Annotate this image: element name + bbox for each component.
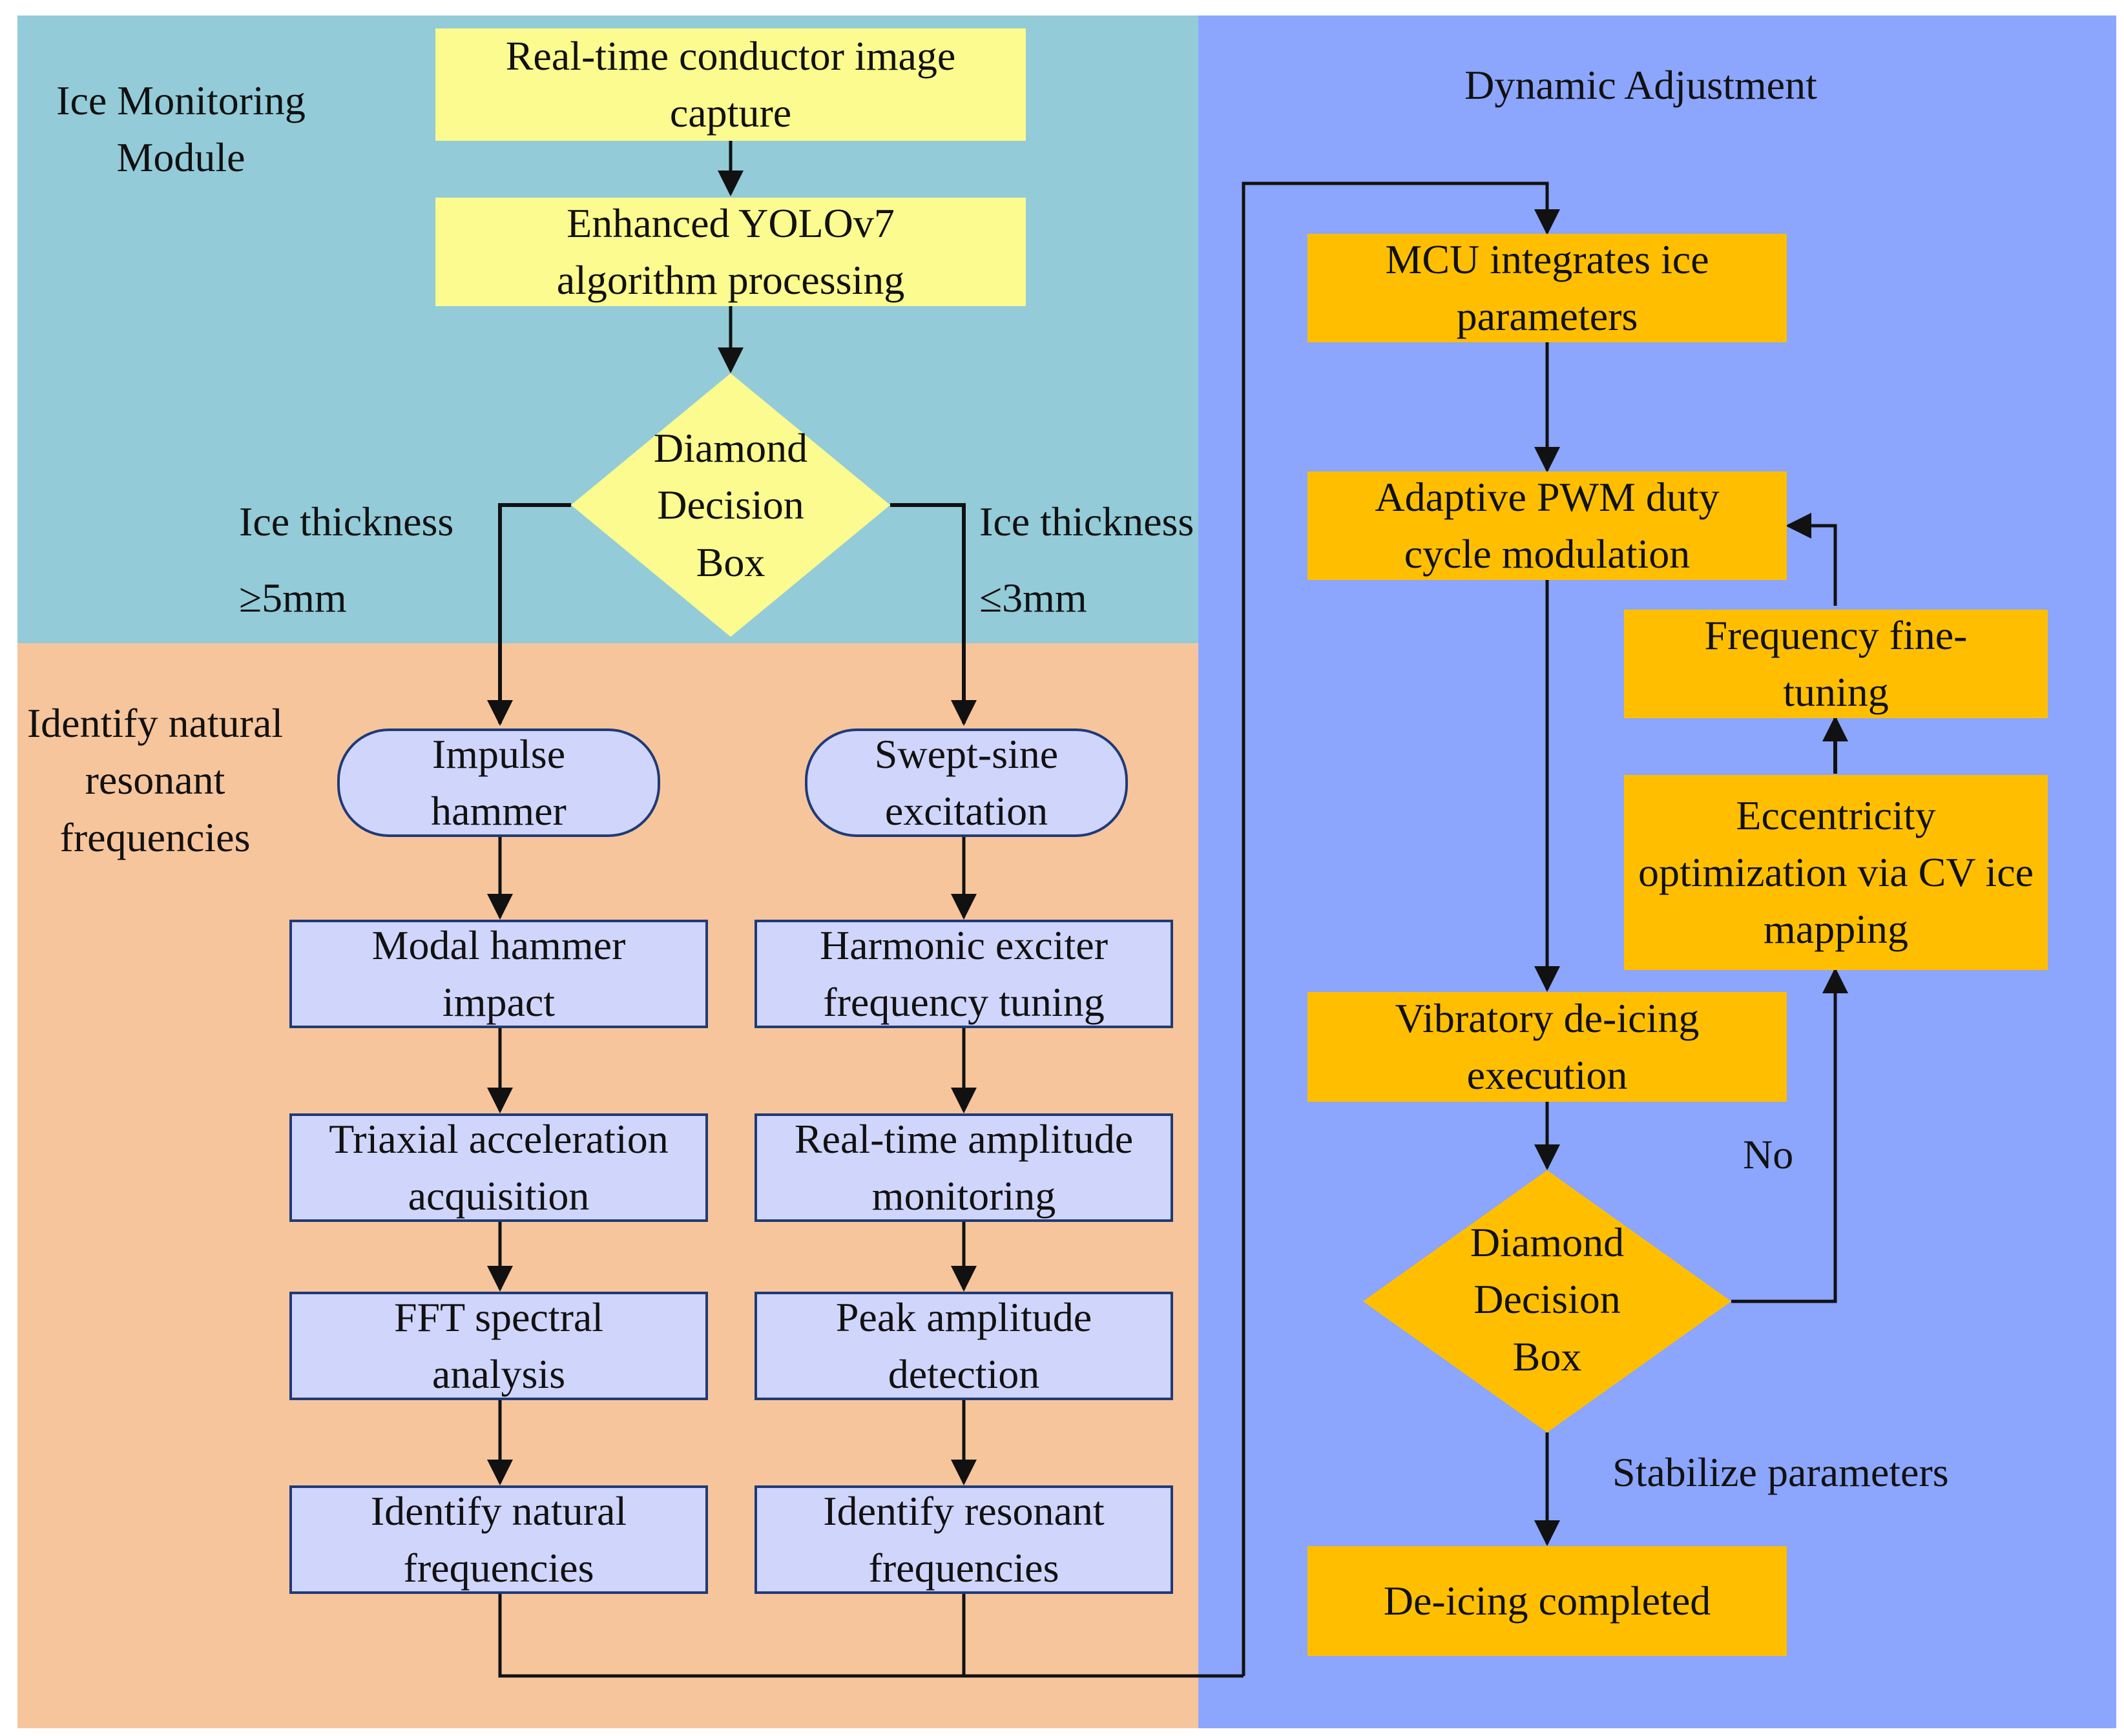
fft-box: FFT spectral analysis	[289, 1292, 708, 1400]
pwm-box: Adaptive PWM duty cycle modulation	[1307, 471, 1787, 580]
identify-resonant-box: Identify resonant frequencies	[755, 1485, 1173, 1594]
identify-natural-box: Identify natural frequencies	[289, 1485, 708, 1594]
eccentricity-box: Eccentricity optimization via CV ice map…	[1624, 775, 2048, 970]
harmonic-exciter-box: Harmonic exciter frequency tuning	[755, 920, 1173, 1028]
decision-diamond-2	[1363, 1170, 1731, 1432]
decision-1-label: Diamond Decision Box	[653, 425, 808, 585]
yolo-box: Enhanced YOLOv7 algorithm processing	[435, 198, 1026, 306]
left-thickness-label: Ice thickness	[239, 499, 454, 544]
impulse-hammer-pill: Impulse hammer	[337, 728, 660, 837]
realtime-amplitude-box: Real-time amplitude monitoring	[755, 1113, 1173, 1222]
vibratory-deicing-box: Vibratory de-icing execution	[1307, 992, 1787, 1102]
arrow-tuning-pwm	[1786, 513, 1837, 606]
arrow-merge-mcu	[1242, 181, 1560, 1676]
modal-hammer-box: Modal hammer impact	[289, 920, 708, 1028]
swept-sine-pill: Swept-sine excitation	[805, 728, 1128, 837]
right-thickness-value: ≤3mm	[979, 575, 1087, 621]
decision-diamond-1	[571, 373, 890, 637]
left-thickness-value: ≥5mm	[239, 575, 347, 621]
right-thickness-label: Ice thickness	[979, 499, 1194, 544]
mcu-box: MCU integrates ice parameters	[1307, 234, 1787, 342]
triaxial-box: Triaxial acceleration acquisition	[289, 1113, 708, 1222]
connector-merge-left	[498, 1594, 1244, 1678]
arrow-decision-swept	[890, 503, 977, 726]
arrow-decision-eccentricity	[1731, 967, 1848, 1303]
ice-monitoring-module-label: Ice Monitoring Module	[56, 78, 306, 181]
identify-frequencies-label: Identify natural resonant frequencies	[26, 700, 284, 860]
arrow-decision-impulse	[487, 503, 571, 726]
peak-amplitude-box: Peak amplitude detection	[755, 1292, 1173, 1400]
dynamic-adjustment-label: Dynamic Adjustment	[1464, 62, 1817, 108]
deicing-completed-box: De-icing completed	[1307, 1546, 1787, 1656]
decision-2-label: Diamond Decision Box	[1470, 1219, 1625, 1380]
stabilize-parameters-label: Stabilize parameters	[1612, 1449, 1949, 1495]
frequency-fine-tuning-box: Frequency fine-tuning	[1624, 610, 2048, 718]
no-label: No	[1743, 1132, 1794, 1177]
capture-box: Real-time conductor image capture	[435, 28, 1026, 141]
